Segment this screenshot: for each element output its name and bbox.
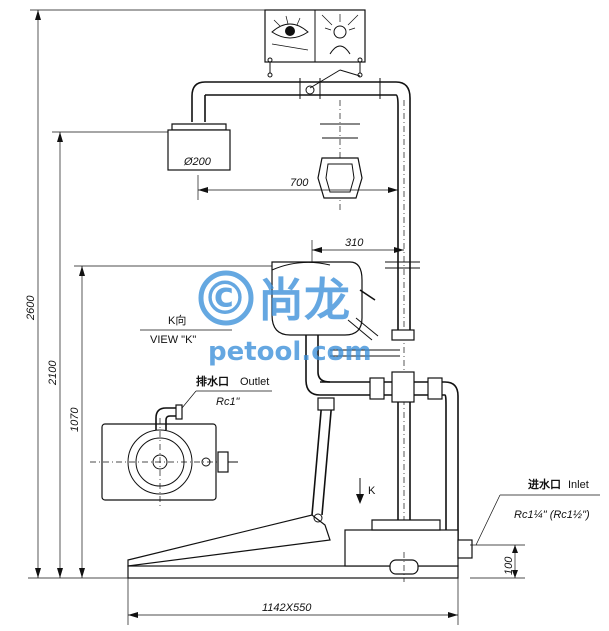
dim-line-700 (197, 175, 398, 200)
k-arrow-label: K (368, 485, 376, 497)
watermark-domain: petool.com (208, 337, 372, 367)
dim-diameter-200: Ø200 (183, 156, 212, 168)
dim-2600: 2600 (25, 295, 37, 321)
inlet-size: Rc1¼" (Rc1½") (514, 509, 590, 521)
dim-line-100 (470, 544, 525, 579)
dim-base-size: 1142X550 (262, 602, 312, 614)
eye-icon (271, 15, 309, 51)
vertical-dimensions (28, 9, 290, 579)
base-stand (127, 519, 473, 582)
outlet-cn: 排水口 (196, 374, 229, 388)
dim-100: 100 (503, 556, 515, 575)
pull-rod (317, 100, 363, 210)
outlet-label-group: 排水口 Outlet Rc1" (181, 374, 272, 409)
outlet-en: Outlet (240, 376, 269, 388)
view-k-detail (90, 404, 238, 506)
overhead-pipe (191, 69, 411, 330)
watermark-copyright: © (202, 271, 248, 325)
dim-310: 310 (345, 237, 364, 249)
inlet-cn: 进水口 (528, 477, 561, 491)
view-k-en: VIEW "K" (150, 334, 196, 346)
eyewash-bowl (271, 261, 379, 396)
inlet-label-group: 进水口 Inlet Rc1¼" (Rc1½") (475, 477, 600, 546)
shower-person-icon (321, 14, 359, 55)
shower-head (167, 123, 231, 171)
inlet-en: Inlet (568, 479, 589, 491)
dim-700: 700 (290, 177, 309, 189)
dim-line-310 (311, 240, 404, 262)
dim-1070: 1070 (69, 407, 81, 432)
dim-line-base (127, 578, 459, 625)
watermark-logo: 尚龙 petool.com © (198, 270, 372, 367)
warning-sign (264, 9, 366, 78)
foot-pedal (127, 397, 335, 567)
outlet-size: Rc1" (216, 396, 241, 408)
dim-2100: 2100 (47, 360, 59, 386)
view-k-cn: K向 (168, 313, 186, 327)
watermark-brand: 尚龙 (258, 273, 350, 327)
view-k-arrow (356, 478, 364, 504)
manifold-pipe (320, 329, 459, 540)
